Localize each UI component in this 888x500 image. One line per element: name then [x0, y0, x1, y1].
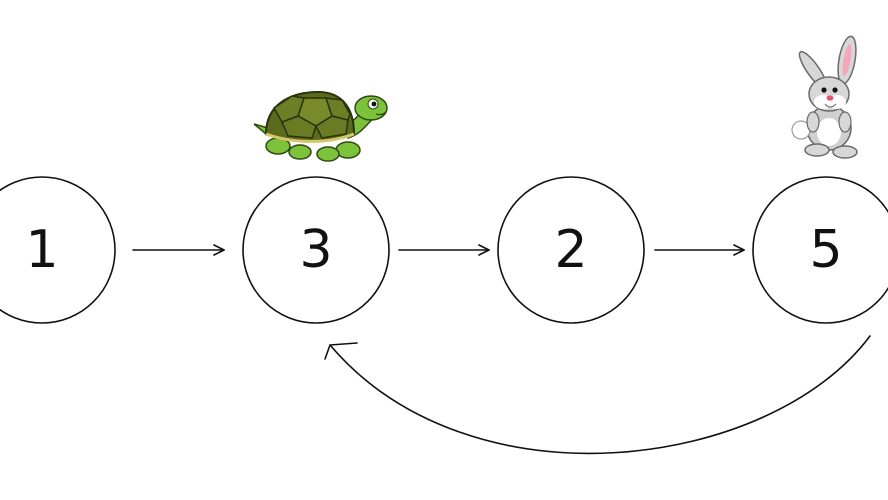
node-2: 3 — [242, 176, 390, 324]
node-1: 1 — [0, 176, 116, 324]
hare-icon — [791, 35, 858, 159]
node-4-circle — [752, 176, 888, 324]
node-2-label: 3 — [299, 220, 332, 280]
node-1-circle — [0, 176, 116, 324]
node-2-circle — [242, 176, 390, 324]
edge-cycle-back — [329, 335, 871, 455]
cycle-arrowhead-icon — [324, 342, 358, 360]
tortoise-icon — [253, 90, 388, 162]
node-4-label: 5 — [809, 220, 842, 280]
node-3-label: 2 — [554, 220, 587, 280]
node-3: 2 — [497, 176, 645, 324]
node-4: 5 — [752, 176, 888, 324]
node-1-label: 1 — [25, 220, 58, 280]
node-3-circle — [497, 176, 645, 324]
